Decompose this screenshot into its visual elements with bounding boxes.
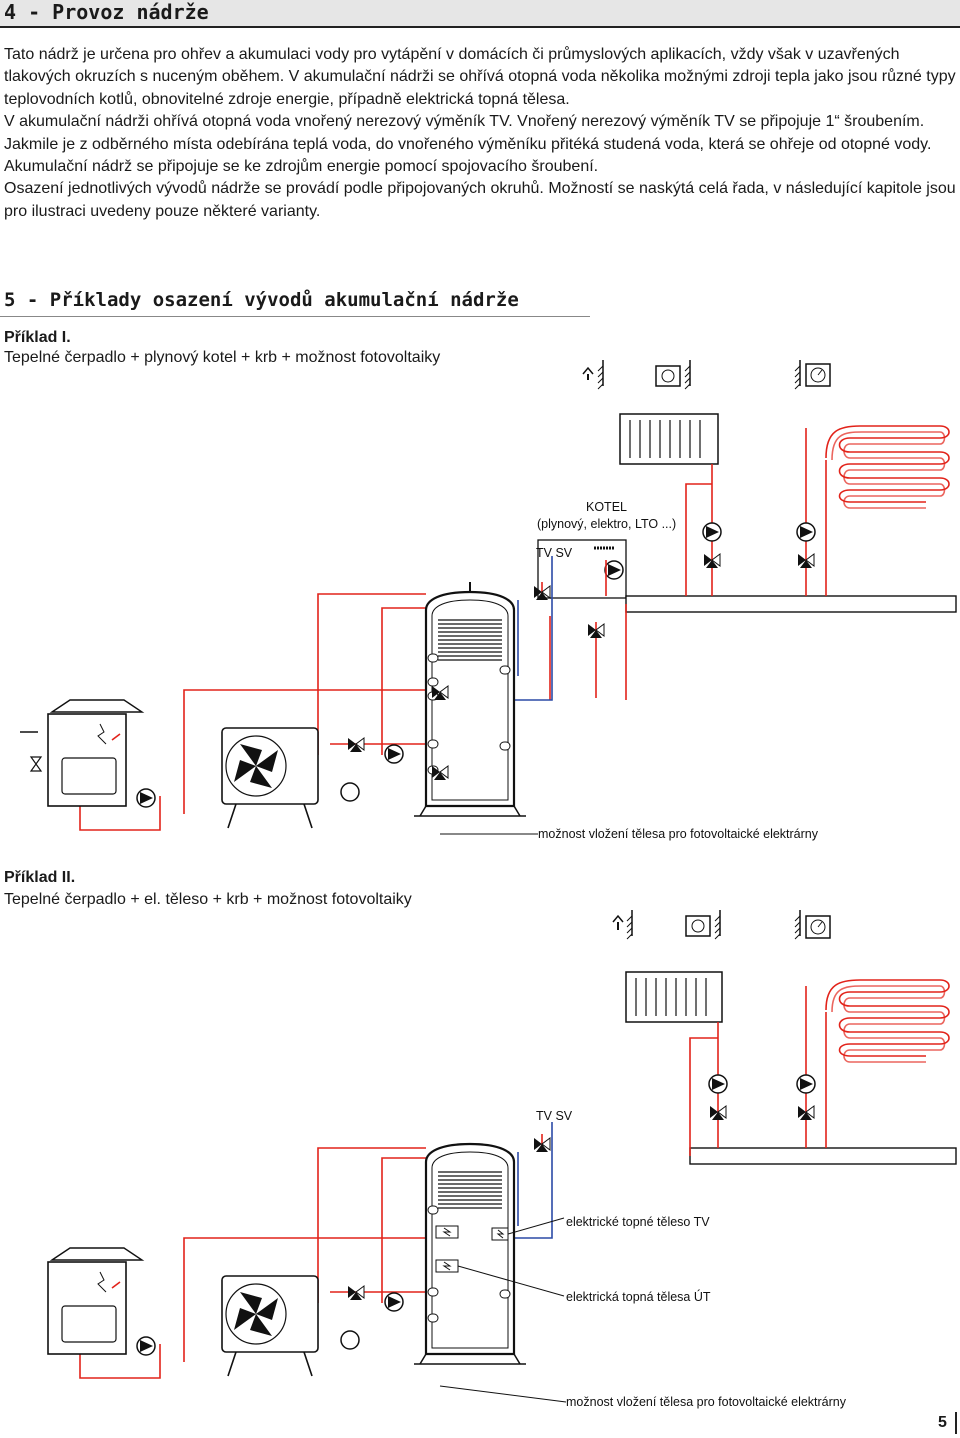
paragraph-2: V akumulační nádrži ohřívá otopná voda v… [4, 113, 932, 153]
cold-pipes [500, 1122, 553, 1239]
example-1-subtitle: Tepelné čerpadlo + plynový kotel + krb +… [4, 349, 441, 366]
hot-pipes [79, 986, 827, 1379]
diagram-example-2: TV SV [47, 909, 957, 1409]
fireplace-stove-icon [47, 1247, 145, 1355]
fireplace-stove-icon [47, 699, 145, 807]
radiator-icon [619, 413, 719, 465]
pv-label: možnost vložení tělesa pro fotovoltaické… [538, 827, 819, 841]
paragraph-1: Tato nádrž je určena pro ohřev a akumula… [4, 46, 956, 108]
paragraph-3: Akumulační nádrž se připojuje se ke zdro… [4, 158, 599, 176]
room-sensor-icon [685, 909, 721, 940]
heating-element-icon [435, 1225, 509, 1273]
section-5-rule [0, 316, 590, 317]
example-1-title: Příklad I. [4, 329, 71, 346]
boiler-title: KOTEL [586, 500, 627, 514]
page-number: 5 [938, 1414, 947, 1431]
pressure-gauge-icon [794, 360, 831, 390]
accumulation-tank [414, 1142, 526, 1365]
tv-sv-label: TV SV [536, 1109, 573, 1123]
pv-label: možnost vložení tělesa pro fotovoltaické… [566, 1395, 847, 1409]
page-number-bar [955, 1412, 957, 1434]
title-rule [0, 26, 960, 28]
boiler-subtitle: (plynový, elektro, LTO ...) [537, 517, 676, 531]
thermostat-icon [612, 909, 633, 940]
accumulation-tank [414, 582, 526, 817]
floor-heating-icon [825, 425, 950, 509]
diagram-example-1: KOTEL (plynový, elektro, LTO ...) TV SV [20, 360, 957, 841]
floor-heating-icon [825, 979, 950, 1063]
heat-pump-fan-icon [221, 1275, 319, 1377]
tv-sv-label: TV SV [536, 546, 573, 560]
paragraph-4: Osazení jednotlivých vývodů nádrže se pr… [4, 180, 956, 220]
section-4-title: 4 - Provoz nádrže [4, 0, 209, 24]
safety-valve-icon [20, 731, 42, 772]
section-4-header: 4 - Provoz nádrže [0, 0, 960, 28]
heat-pump-fan-icon [221, 727, 319, 829]
thermostat-icon [582, 360, 604, 390]
radiator-icon [625, 971, 723, 1023]
room-sensor-icon [655, 360, 691, 390]
section-4-body: Tato nádrž je určena pro ohřev a akumula… [4, 44, 956, 223]
heater-ut-label: elektrická topná tělesa ÚT [566, 1289, 711, 1304]
title-band [0, 0, 960, 26]
heater-tv-label: elektrické topné těleso TV [566, 1215, 710, 1229]
example-2-title: Příklad II. [4, 869, 76, 886]
boiler-icon [594, 546, 624, 580]
pressure-gauge-icon [794, 909, 831, 940]
section-5-title: 5 - Příklady osazení vývodů akumulační n… [4, 289, 519, 311]
example-2-subtitle: Tepelné čerpadlo + el. těleso + krb + mo… [4, 891, 412, 908]
